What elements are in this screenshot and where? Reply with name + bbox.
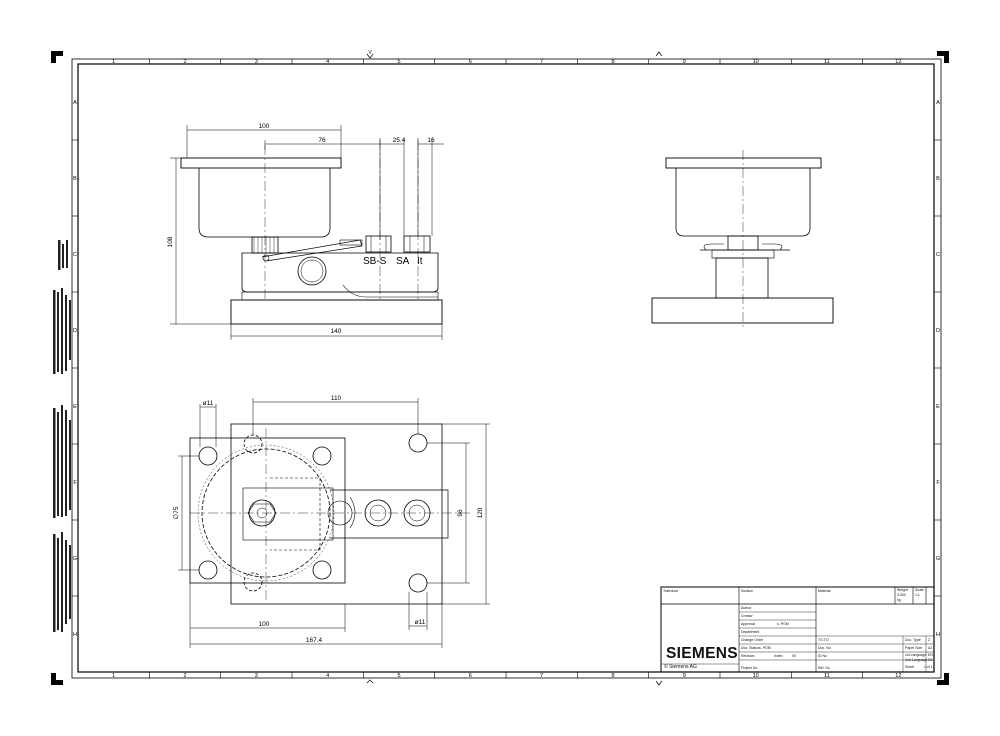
zone-col-label-bottom: 3 (255, 673, 258, 679)
side-view (651, 150, 834, 330)
dim-base: 140 (331, 328, 342, 335)
sheet-frame (71, 58, 942, 679)
zone-row-label-right: F (936, 480, 940, 486)
zone-row-label-right: D (936, 328, 940, 334)
dim-hole-bottom: ø11 (415, 619, 426, 626)
nut-labels: SB-S SA It (363, 256, 423, 267)
corner-marks (51, 51, 949, 685)
base-plate (230, 299, 443, 325)
zone-col-label-bottom: 2 (183, 673, 186, 679)
zone-row-label-left: D (73, 328, 77, 334)
zone-row-label-right: E (936, 404, 940, 410)
zone-col-label-bottom: 9 (683, 673, 686, 679)
load-plate-top (180, 157, 342, 169)
side-base (651, 297, 834, 324)
dim-bottom-outer: 167.4 (306, 637, 323, 644)
dim-nut: 16 (427, 137, 435, 144)
zone-row-label-left: F (73, 480, 77, 486)
zone-col-label-bottom: 10 (753, 673, 759, 679)
nut-right (403, 235, 431, 253)
dim-hole-top: ø11 (203, 400, 214, 407)
zone-col-label-bottom: 1 (112, 673, 115, 679)
nut-label-1: SB-S (363, 256, 387, 267)
top-view-dimensions: ø11 110 ∅75 96 120 100 167.4 ø11 (173, 395, 484, 644)
dim-height: 108 (167, 236, 174, 247)
nut-left (365, 235, 392, 253)
zone-row-label-right: C (936, 252, 940, 258)
top-base-plate (189, 437, 346, 584)
dim-bottom-inner: 100 (259, 621, 270, 628)
zone-col-label-top: 4 (326, 59, 329, 65)
zone-row-label-left: H (73, 632, 77, 638)
dim-spacing: 25.4 (393, 137, 406, 144)
zone-col-label-top: 8 (611, 59, 614, 65)
zone-col-label-bottom: 5 (397, 673, 400, 679)
zone-col-label-top: 3 (255, 59, 258, 65)
dim-width: 100 (259, 123, 270, 130)
zone-row-label-left: A (73, 100, 77, 106)
dim-inner-right: 96 (457, 509, 464, 517)
zone-col-label-top: 12 (895, 59, 901, 65)
strap (261, 239, 363, 262)
zone-row-label-left: G (73, 556, 77, 562)
zone-col-label-top: 5 (397, 59, 400, 65)
nut-label-3: It (417, 256, 423, 267)
front-view-dimensions: 100 76 25.4 16 108 140 (167, 123, 435, 335)
dim-offset: 76 (318, 137, 326, 144)
arrow-label-top: V (368, 50, 372, 56)
zone-col-label-top: 10 (753, 59, 759, 65)
zone-col-label-bottom: 8 (611, 673, 614, 679)
zone-col-label-top: 9 (683, 59, 686, 65)
zone-ticks (72, 59, 941, 678)
zone-row-label-right: B (936, 176, 940, 182)
zone-col-label-bottom: 6 (469, 673, 472, 679)
zone-row-label-right: H (936, 632, 940, 638)
zone-row-label-left: E (73, 404, 77, 410)
zone-col-label-top: 7 (540, 59, 543, 65)
zone-col-label-bottom: 4 (326, 673, 329, 679)
top-view (178, 398, 490, 648)
center-arrows (366, 51, 663, 686)
zone-row-label-left: B (73, 176, 77, 182)
zone-col-label-bottom: 11 (824, 673, 830, 679)
zone-col-label-top: 1 (112, 59, 115, 65)
front-view (170, 125, 444, 340)
zone-col-label-top: 11 (824, 59, 830, 65)
side-notes (53, 240, 71, 632)
nut-label-2: SA (396, 256, 410, 267)
bolt-circle (297, 256, 327, 286)
side-load-plate (665, 157, 822, 169)
dim-span-top: 110 (331, 395, 342, 402)
side-cell (715, 257, 769, 299)
zone-row-label-left: C (73, 252, 77, 258)
zone-row-label-right: G (936, 556, 940, 562)
zone-row-label-right: A (936, 100, 940, 106)
dim-left-vertical: ∅75 (173, 506, 180, 519)
cell-ridge (342, 284, 438, 298)
zone-col-label-top: 6 (469, 59, 472, 65)
load-cup (198, 168, 331, 238)
zone-col-label-top: 2 (183, 59, 186, 65)
top-base-plate-rear (230, 423, 443, 605)
zone-col-label-bottom: 12 (895, 673, 901, 679)
dim-outer-right: 120 (477, 507, 484, 518)
title-block-lines (660, 586, 935, 673)
zone-col-label-bottom: 7 (540, 673, 543, 679)
